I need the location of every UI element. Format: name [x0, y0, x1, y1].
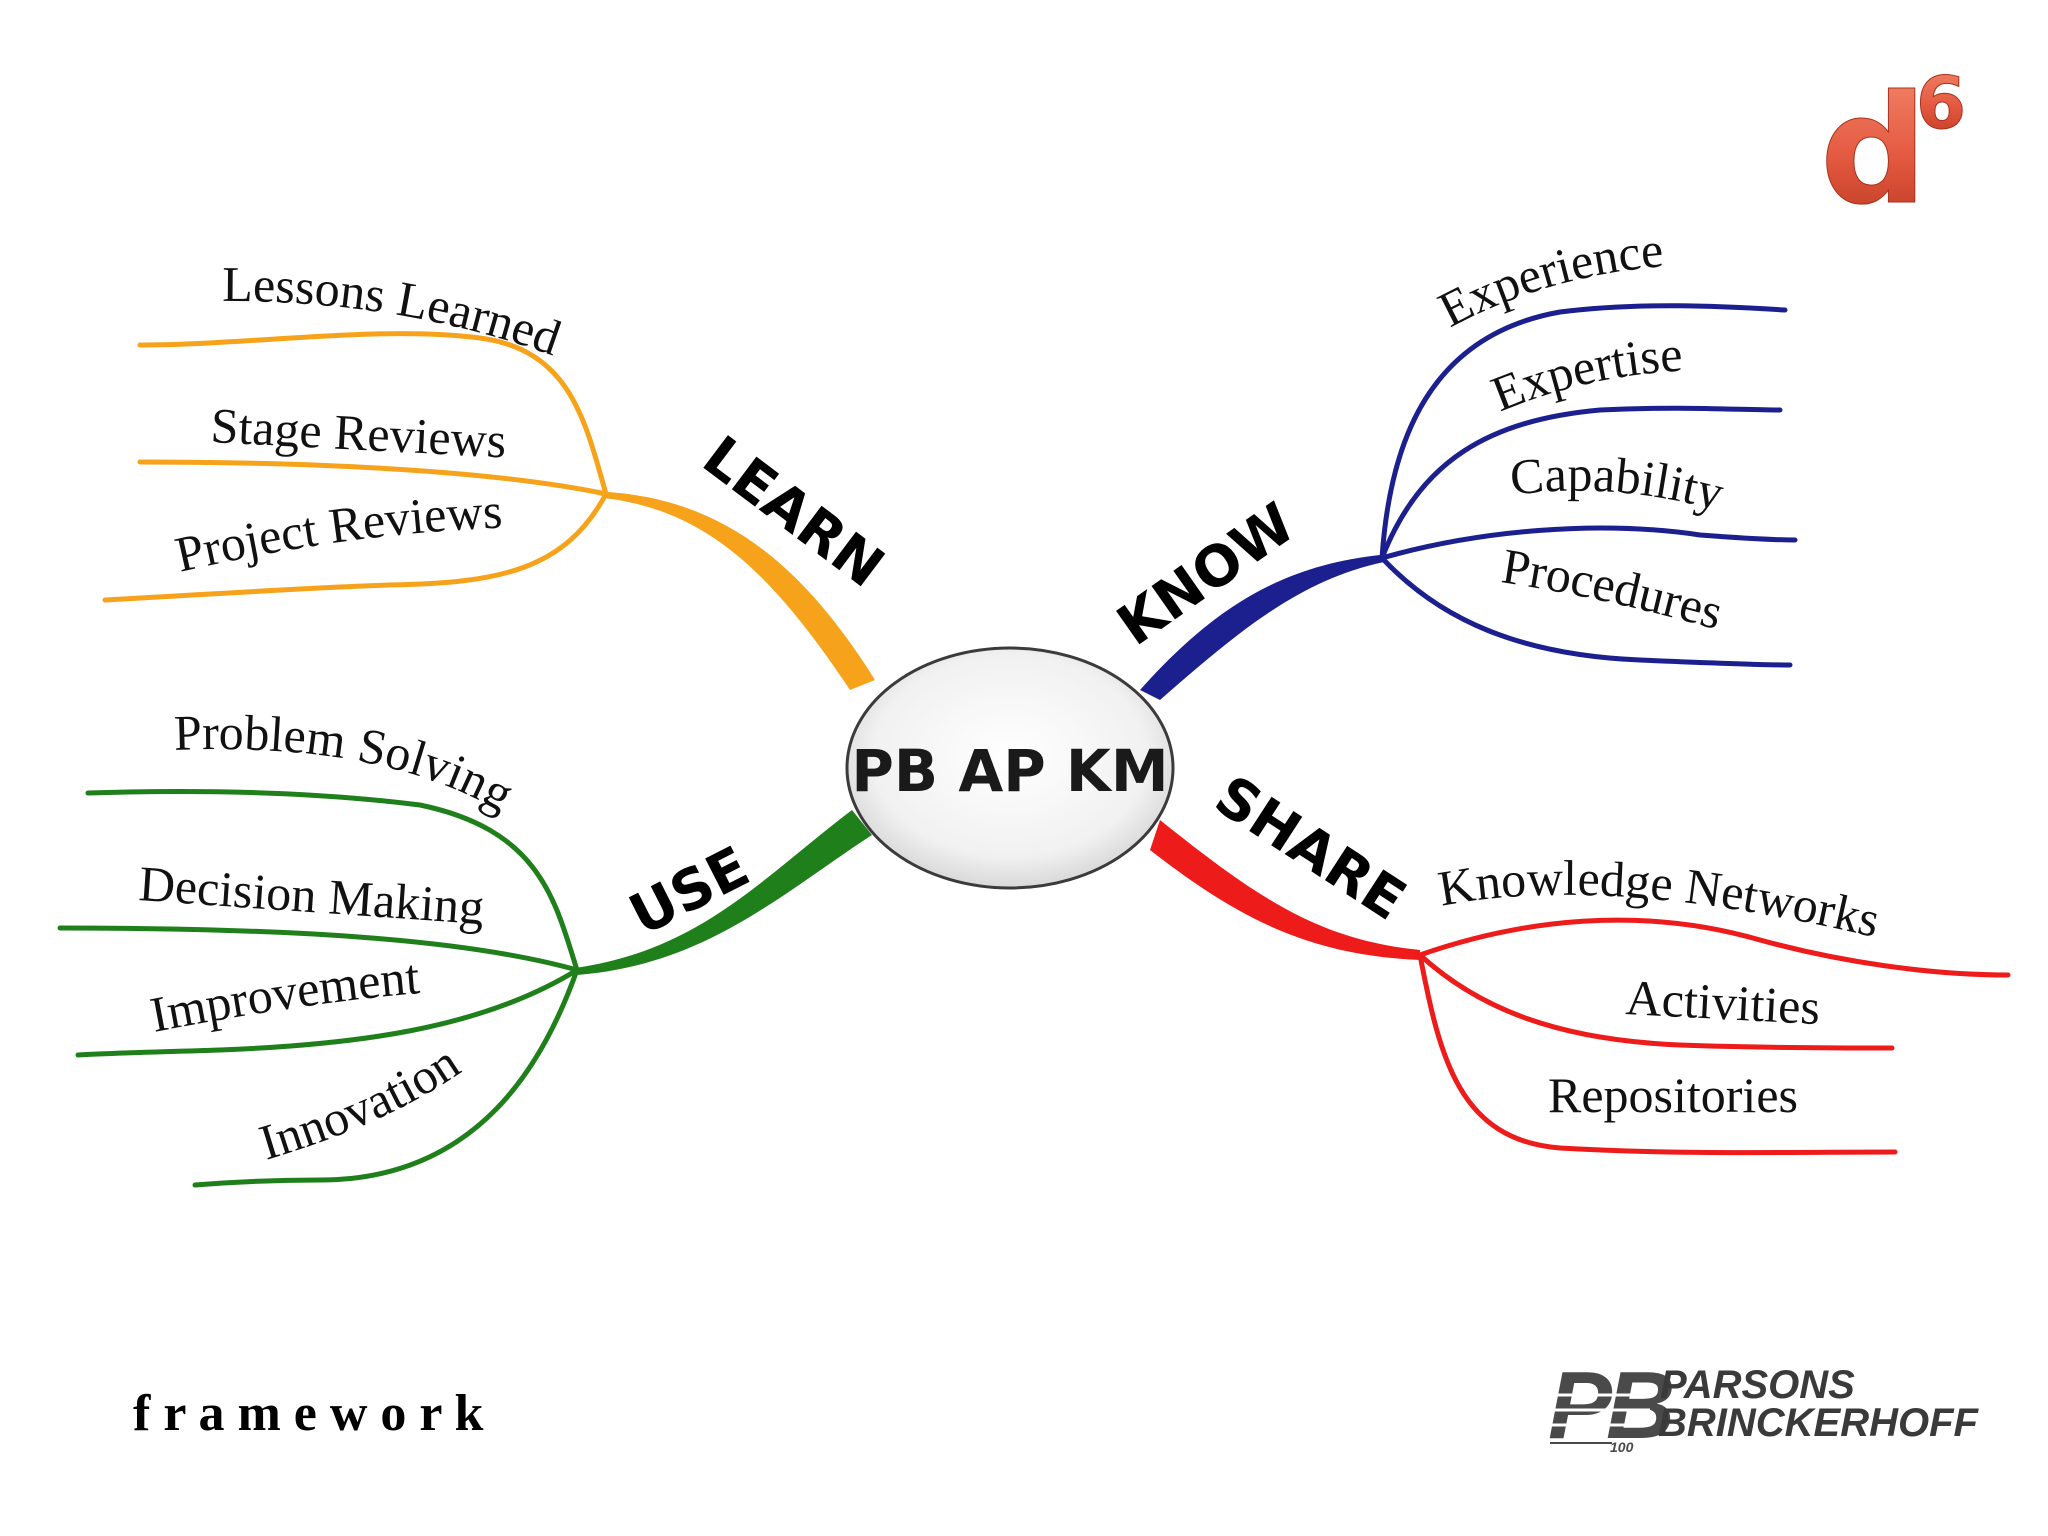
use-stem-decision — [57, 925, 580, 973]
leaf-problem-solving: Problem Solving — [173, 704, 523, 822]
d6-badge-superscript: 6 — [1916, 61, 1966, 145]
center-ellipse — [845, 646, 1175, 890]
center-label: PB AP KM — [851, 737, 1168, 805]
use-stem-innovation — [192, 967, 580, 1188]
logo-anniversary: 100 — [1610, 1439, 1634, 1455]
learn-main-stem — [604, 492, 875, 690]
know-branch — [1140, 303, 1798, 700]
share-stem-activities — [1417, 952, 1895, 1051]
use-main-stem — [575, 810, 872, 975]
learn-branch — [102, 331, 875, 690]
learn-label: LEARN — [691, 424, 896, 601]
use-stem-problem — [85, 788, 580, 973]
leaf-capability: Capability — [1507, 446, 1729, 521]
leaf-decision-making: Decision Making — [137, 855, 486, 935]
share-main-stem — [1150, 820, 1420, 960]
leaf-procedures: Procedures — [1498, 537, 1729, 640]
know-main-stem — [1140, 555, 1384, 700]
know-stem-procedures — [1379, 555, 1793, 668]
leaf-stage-reviews: Stage Reviews — [209, 397, 507, 468]
learn-stem-lessons — [137, 331, 609, 497]
leaf-experience: Experience — [1430, 221, 1666, 337]
know-stem-expertise — [1379, 405, 1783, 561]
company-logo: PB PARSONS BRINCKERHOFF 100 — [1548, 1352, 1980, 1459]
leaf-innovation: Innovation — [253, 1034, 469, 1171]
learn-stem-stage — [137, 459, 609, 497]
learn-stem-project — [102, 491, 609, 603]
d6-badge-base: d — [1820, 64, 1927, 238]
use-stem-improvement — [75, 967, 580, 1058]
know-stem-experience — [1379, 303, 1788, 561]
share-stem-knowledge — [1417, 917, 2011, 978]
center-node: PB AP KM — [845, 646, 1175, 890]
logo-line-1: PARSONS — [1660, 1363, 1855, 1407]
footer-caption: f r a m e w o r k — [133, 1385, 484, 1442]
share-stem-repositories — [1417, 952, 1898, 1156]
leaf-improvement: Improvement — [146, 948, 422, 1043]
logo-line-2: BRINCKERHOFF — [1658, 1401, 1980, 1445]
leaf-project-reviews: Project Reviews — [170, 483, 503, 583]
know-stem-capability — [1379, 525, 1798, 561]
leaf-activities: Activities — [1624, 969, 1821, 1035]
d6-badge: d 6 — [1820, 61, 1967, 239]
use-branch — [57, 788, 872, 1188]
share-branch — [1150, 820, 2011, 1156]
logo-mark: PB — [1548, 1352, 1672, 1459]
leaf-repositories: Repositories — [1548, 1067, 1798, 1123]
logo-mark-stripes — [1548, 1393, 1650, 1427]
leaf-lessons-learned: Lessons Learned — [222, 256, 568, 366]
